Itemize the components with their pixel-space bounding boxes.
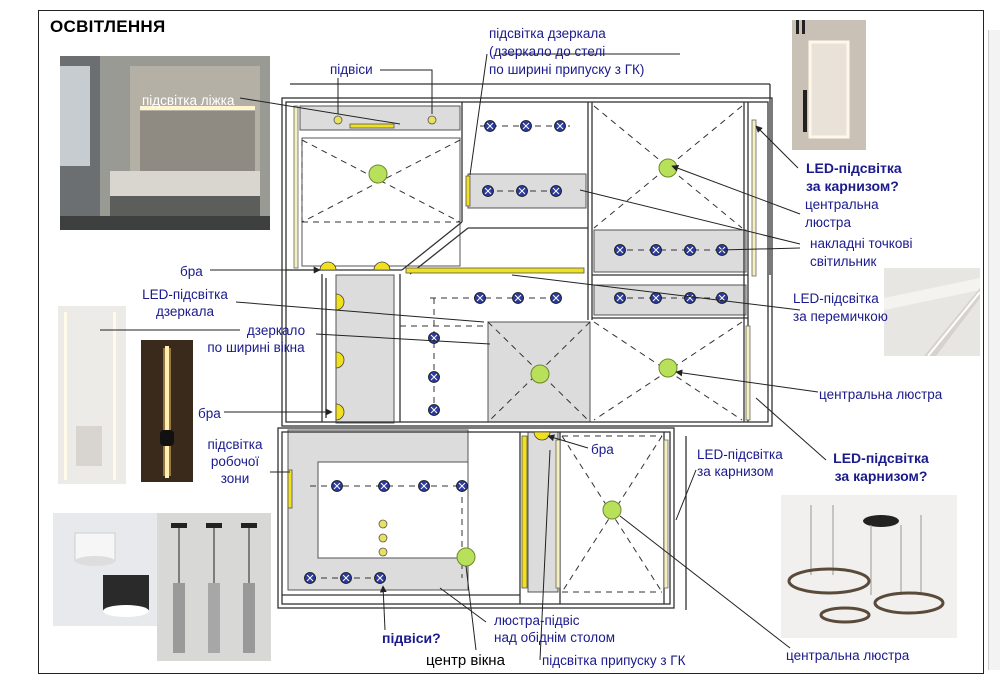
label-led-cornice-top-1: LED-підсвітка <box>806 160 902 176</box>
label-led-mirror-2: дзеркала <box>155 304 215 319</box>
wall-lamp-image <box>141 340 193 482</box>
label-spotlights-2: світильник <box>810 254 877 269</box>
label-bra-3: бра <box>591 442 614 457</box>
label-bra-2: бра <box>198 406 221 421</box>
leader-lines <box>100 53 827 661</box>
spotlight-icon <box>684 244 696 256</box>
label-led-cornice-top-2: за карнизом? <box>806 178 899 194</box>
spotlight-icon <box>484 120 496 132</box>
label-central-chandelier-1b: люстра <box>805 215 851 230</box>
label-gk-light: підсвітка припуску з ГК <box>542 653 686 668</box>
label-central-chandelier-1a: центральна <box>805 197 879 212</box>
label-spotlights-1: накладні точкові <box>810 236 913 251</box>
label-pendant-dining-2: над обіднім столом <box>494 630 616 645</box>
spotlight-icon <box>614 292 626 304</box>
label-led-cornice-mid-1: LED-підсвітка <box>697 447 783 462</box>
spotlight-icon <box>512 292 524 304</box>
label-mirror-light-1: підсвітка дзеркала <box>489 26 606 41</box>
ring-chandelier-image <box>781 495 957 638</box>
page-title: ОСВІТЛЕННЯ <box>50 17 166 36</box>
spotlight-icon <box>304 572 316 584</box>
hall-mirror-photo <box>58 306 126 484</box>
label-central-chandelier-2: центральна люстра <box>819 387 943 402</box>
label-led-cornice-bold-1: LED-підсвітка <box>833 450 929 466</box>
ceiling-led-profile-photo <box>884 268 980 356</box>
spotlight-icon <box>418 480 430 492</box>
label-led-cornice-mid-2: за карнизом <box>697 464 774 479</box>
spotlight-icon <box>684 292 696 304</box>
label-mirror-light-2: (дзеркало до стелі <box>489 44 606 59</box>
label-mirror-window-1: дзеркало <box>246 323 306 338</box>
spotlight-icon <box>428 371 440 383</box>
ceiling-led-image <box>884 268 980 356</box>
spotlight-icon <box>650 244 662 256</box>
label-window-center: центр вікна <box>426 652 505 669</box>
label-mirror-window-2: по ширині вікна <box>207 340 305 355</box>
label-work-light-3: зони <box>220 471 250 486</box>
spotlights <box>304 120 728 584</box>
pendant-lamps-photo <box>157 513 271 661</box>
label-work-light-2: робочої <box>210 454 260 469</box>
label-led-cornice-bold-2: за карнизом? <box>834 468 928 484</box>
spotlight-icon <box>550 292 562 304</box>
spotlights-image <box>53 513 157 626</box>
label-central-chandelier-3: центральна люстра <box>786 648 910 663</box>
scroll-strip <box>988 30 1000 670</box>
spotlight-icon <box>428 404 440 416</box>
central-chandeliers <box>368 158 678 567</box>
page-frame <box>38 10 984 674</box>
bedroom-photo: підсвітка ліжка <box>60 56 270 230</box>
spotlight-icon <box>456 480 468 492</box>
label-mirror-light-3: по ширині припуску з ГК) <box>489 62 645 77</box>
hall-image <box>58 306 126 484</box>
spotlight-icon <box>614 244 626 256</box>
label-work-light-1: підсвітка <box>207 437 263 452</box>
spotlight-icon <box>516 185 528 197</box>
led-strips <box>287 123 585 589</box>
label-led-lintel-2: за перемичкою <box>793 309 888 324</box>
mirror-image <box>792 20 866 150</box>
wall-sconces <box>319 261 551 441</box>
surface-spotlights-photo <box>53 513 157 626</box>
ring-chandelier-photo <box>781 495 957 638</box>
pendants-image <box>157 513 271 661</box>
label-bra-1: бра <box>180 264 203 279</box>
spotlight-icon <box>482 185 494 197</box>
spotlight-icon <box>554 120 566 132</box>
bedroom-image <box>60 56 270 230</box>
spotlight-icon <box>374 572 386 584</box>
spotlight-icon <box>340 572 352 584</box>
pendant-points <box>333 115 437 557</box>
led-mirror-photo <box>792 20 866 150</box>
label-pidvisy-bottom: підвіси? <box>382 630 441 646</box>
spotlight-icon <box>550 185 562 197</box>
label-led-lintel-1: LED-підсвітка <box>793 291 879 306</box>
spotlight-icon <box>650 292 662 304</box>
label-pidvisy-top: підвіси <box>330 62 373 77</box>
spotlight-icon <box>716 292 728 304</box>
led-wall-lamp-photo <box>141 340 193 482</box>
label-pendant-dining-1: люстра-підвіс <box>494 613 580 628</box>
spotlight-icon <box>331 480 343 492</box>
spotlight-icon <box>378 480 390 492</box>
spotlight-icon <box>428 332 440 344</box>
spotlight-icon <box>474 292 486 304</box>
label-led-mirror-1: LED-підсвітка <box>142 287 228 302</box>
spotlight-icon <box>520 120 532 132</box>
label-bed-light: підсвітка ліжка <box>142 93 235 108</box>
